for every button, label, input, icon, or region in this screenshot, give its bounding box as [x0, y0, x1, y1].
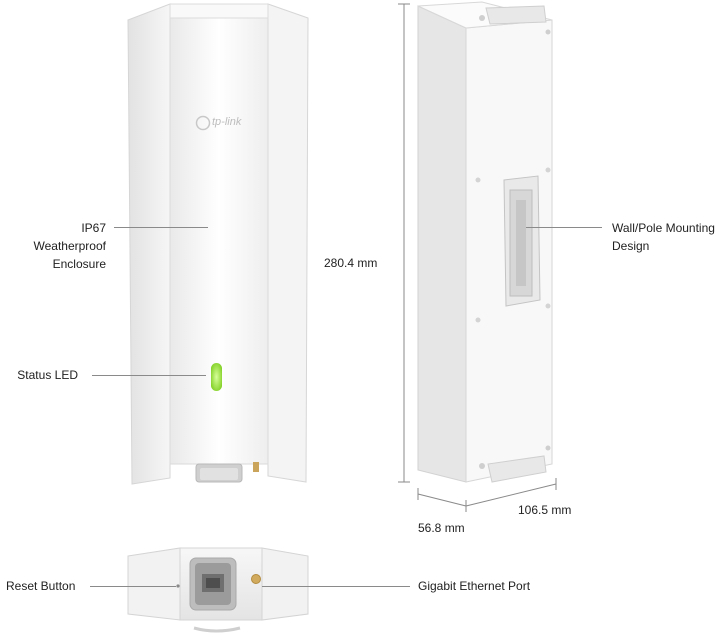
height-dimension-label: 280.4 mm [324, 256, 378, 270]
depth-dimension-label: 56.8 mm [418, 521, 465, 535]
width-dimension-label: 106.5 mm [518, 503, 572, 517]
ethernet-port-label: Gigabit Ethernet Port [418, 579, 531, 593]
ip67-label-line1: IP67 [81, 221, 106, 235]
ethernet-leader-line [262, 586, 410, 587]
ip67-label-line3: Enclosure [52, 257, 106, 271]
mounting-label: Wall/Pole Mounting Design [612, 219, 715, 255]
height-dimension-bracket [398, 3, 410, 483]
base-dimension-lines [417, 478, 557, 512]
reset-button-label: Reset Button [6, 579, 76, 593]
status-led-light [211, 363, 222, 391]
status-led-label: Status LED [17, 368, 78, 382]
bottom-view [127, 547, 309, 633]
mounting-label-line2: Design [612, 239, 650, 253]
ip67-label: IP67 Weatherproof Enclosure [10, 219, 107, 273]
ip67-leader-line [114, 227, 208, 228]
ip67-label-line2: Weatherproof [33, 239, 107, 253]
front-view [127, 3, 309, 485]
mounting-label-line1: Wall/Pole Mounting [612, 221, 715, 235]
brand-logo: tp-link [212, 116, 242, 128]
reset-leader-line [90, 586, 176, 587]
mounting-leader-line [526, 227, 602, 228]
status-led-leader-line [92, 375, 206, 376]
side-view [417, 1, 553, 483]
